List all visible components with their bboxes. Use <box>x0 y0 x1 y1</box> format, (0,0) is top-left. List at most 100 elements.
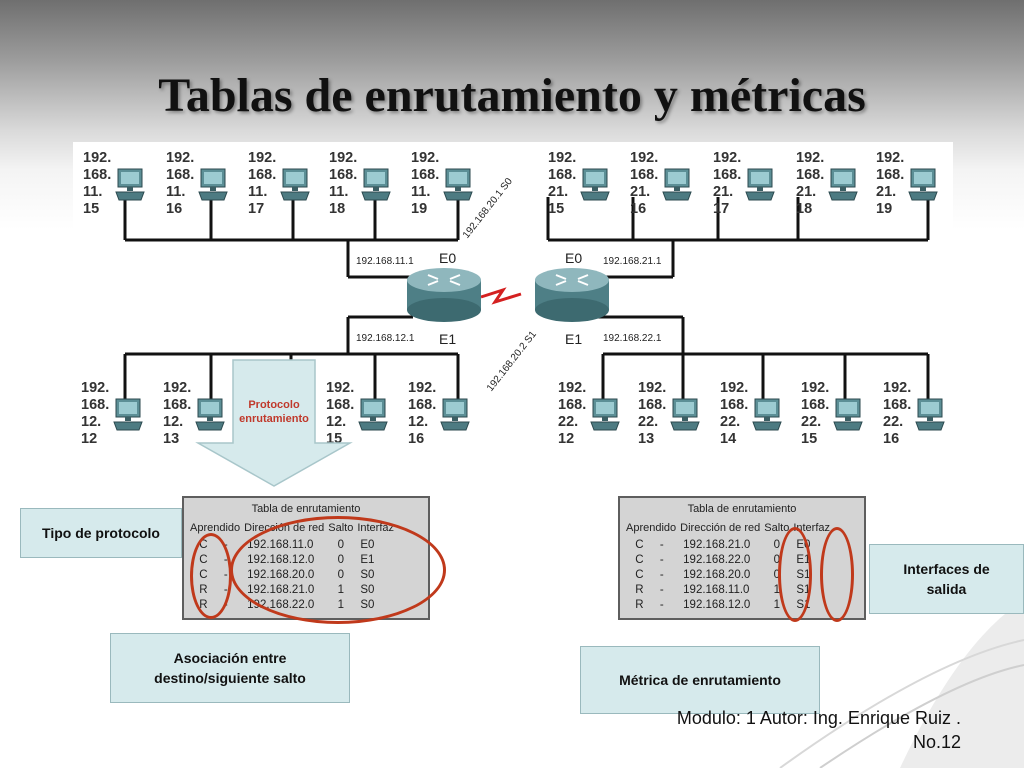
note-protocol-type: Tipo de protocolo <box>20 508 182 558</box>
cell-dash: - <box>659 598 664 611</box>
cell-dash: - <box>659 583 664 596</box>
host-ip-label: 192. 168. 12. 13 <box>163 380 192 447</box>
host: 192. 168. 11. 15 <box>83 150 165 236</box>
cell-net: 192.168.12.0 <box>683 598 751 611</box>
cell-net: 192.168.21.0 <box>683 538 751 551</box>
column-header: Salto <box>764 522 790 534</box>
net-label-right-e0: 192.168.21.1 <box>603 256 662 267</box>
host-ip-label: 192. 168. 12. 15 <box>326 380 355 447</box>
net-label-right-e1: 192.168.22.1 <box>603 333 662 344</box>
host-ip-label: 192. 168. 12. 16 <box>408 380 437 447</box>
router-right <box>535 268 609 322</box>
host: 192. 168. 22. 14 <box>720 380 802 466</box>
note-metric: Métrica de enrutamiento <box>580 646 820 714</box>
host-ip-label: 192. 168. 21. 17 <box>713 150 742 217</box>
host-ip-label: 192. 168. 11. 15 <box>83 150 112 217</box>
host-ip-label: 192. 168. 21. 18 <box>796 150 825 217</box>
iface-left-e0: E0 <box>439 250 457 266</box>
host: 192. 168. 22. 16 <box>883 380 965 466</box>
host: 192. 168. 22. 12 <box>558 380 640 466</box>
cell-net: 192.168.22.0 <box>683 553 751 566</box>
host: 192. 168. 21. 16 <box>630 150 712 236</box>
host: 192. 168. 12. 12 <box>81 380 163 466</box>
cell-learned: C <box>635 553 644 566</box>
computer-icon <box>195 398 225 434</box>
host-ip-label: 192. 168. 22. 14 <box>720 380 749 447</box>
computer-icon <box>908 168 938 204</box>
host-ip-label: 192. 168. 11. 16 <box>166 150 195 217</box>
host-ip-label: 192. 168. 22. 15 <box>801 380 830 447</box>
computer-icon <box>833 398 863 434</box>
host: 192. 168. 11. 16 <box>166 150 248 236</box>
computer-icon <box>915 398 945 434</box>
serial-link <box>480 287 522 305</box>
footer-author: Modulo: 1 Autor: Ing. Enrique Ruiz . <box>676 708 961 728</box>
cell-learned: R <box>635 598 644 611</box>
cell-dash: - <box>659 538 664 551</box>
network-diagram: 192. 168. 11. 15 192. 168. 11. 16 192. 168… <box>73 142 953 452</box>
protocol-arrow-label: Protocolo enrutamiento <box>239 399 309 425</box>
host: 192. 168. 21. 18 <box>796 150 878 236</box>
cell-net: 192.168.11.0 <box>683 583 750 596</box>
computer-icon <box>745 168 775 204</box>
host-ip-label: 192. 168. 22. 16 <box>883 380 912 447</box>
host: 192. 168. 22. 15 <box>801 380 883 466</box>
iface-left-e1: E1 <box>439 331 457 347</box>
computer-icon <box>198 168 228 204</box>
cell-hop: 0 <box>773 538 780 551</box>
column-header: Aprendido <box>190 522 241 534</box>
router-left <box>407 268 481 322</box>
computer-icon <box>590 398 620 434</box>
cell-learned: C <box>635 538 644 551</box>
computer-icon <box>443 168 473 204</box>
host: 192. 168. 11. 19 <box>411 150 493 236</box>
column-header: Dirección de red <box>680 522 761 534</box>
host-ip-label: 192. 168. 12. 12 <box>81 380 110 447</box>
host-ip-label: 192. 168. 11. 18 <box>329 150 358 217</box>
computer-icon <box>115 168 145 204</box>
highlight-interface-column <box>820 527 854 622</box>
computer-icon <box>670 398 700 434</box>
host-ip-label: 192. 168. 21. 16 <box>630 150 659 217</box>
computer-icon <box>113 398 143 434</box>
slide-title: Tablas de enrutamiento y métricas <box>158 69 866 122</box>
computer-icon <box>752 398 782 434</box>
cell-net: 192.168.20.0 <box>683 568 751 581</box>
column-header: Aprendido <box>626 522 677 534</box>
cell-hop: 0 <box>773 553 780 566</box>
net-label-left-e1: 192.168.12.1 <box>356 333 415 344</box>
host: 192. 168. 21. 15 <box>548 150 630 236</box>
host: 192. 168. 22. 13 <box>638 380 720 466</box>
protocol-arrow <box>195 359 353 487</box>
computer-icon <box>280 168 310 204</box>
highlight-destination-hop <box>230 516 446 624</box>
footer-page-number: No.12 <box>912 732 961 752</box>
iface-right-e1: E1 <box>565 331 583 347</box>
host: 192. 168. 21. 19 <box>876 150 958 236</box>
cell-hop: 0 <box>773 568 780 581</box>
computer-icon <box>440 398 470 434</box>
highlight-metric-column <box>778 527 812 622</box>
computer-icon <box>828 168 858 204</box>
host: 192. 168. 11. 17 <box>248 150 330 236</box>
computer-icon <box>361 168 391 204</box>
iface-right-e0: E0 <box>565 250 583 266</box>
computer-icon <box>580 168 610 204</box>
cell-dash: - <box>659 568 664 581</box>
computer-icon <box>358 398 388 434</box>
cell-hop: 1 <box>773 583 780 596</box>
cell-dash: - <box>659 553 664 566</box>
routing-table-caption: Tabla de enrutamiento <box>251 503 361 515</box>
host: 192. 168. 12. 13 <box>163 380 245 466</box>
computer-icon <box>662 168 692 204</box>
network-links <box>123 197 930 402</box>
host-ip-label: 192. 168. 11. 17 <box>248 150 277 217</box>
cell-hop: 1 <box>773 598 780 611</box>
cell-learned: C <box>635 568 644 581</box>
host: 192. 168. 12. 16 <box>408 380 490 466</box>
highlight-learned-column <box>190 533 232 619</box>
slide-footer: Modulo: 1 Autor: Ing. Enrique Ruiz . No.… <box>677 706 961 754</box>
host: 192. 168. 12. 15 <box>326 380 408 466</box>
host-ip-label: 192. 168. 22. 13 <box>638 380 667 447</box>
